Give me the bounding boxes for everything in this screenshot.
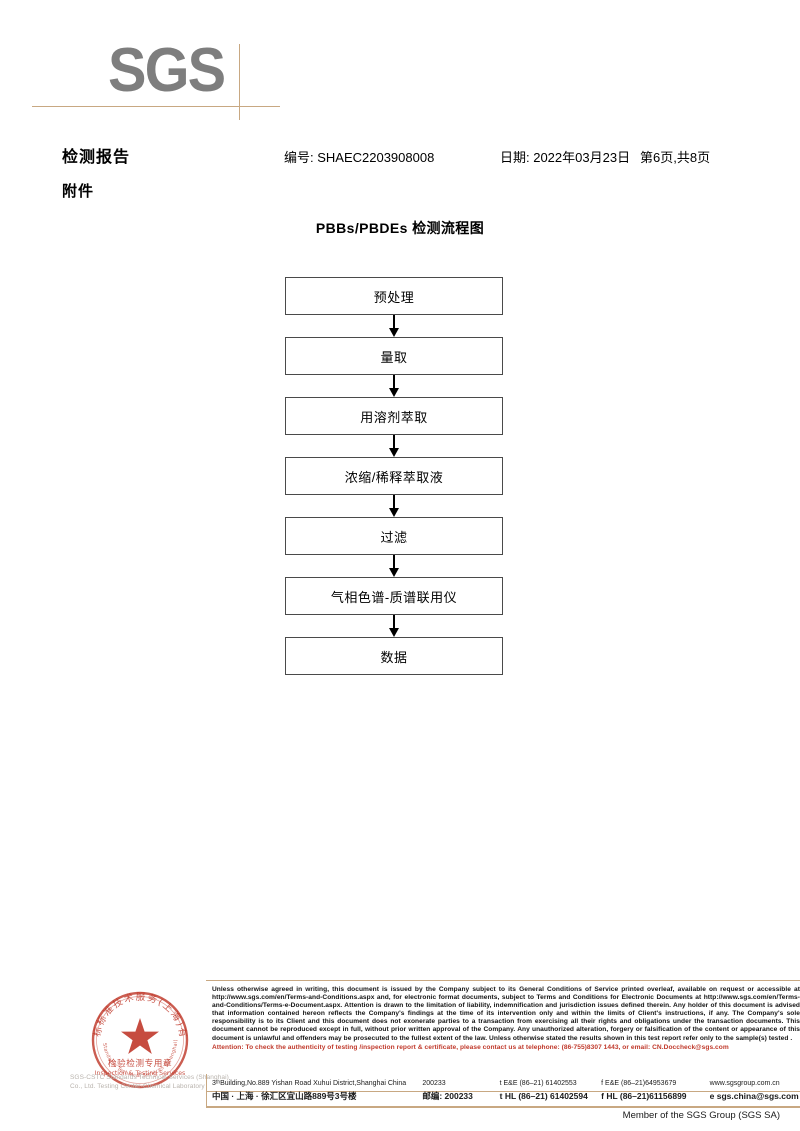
- telephone-en: t E&E (86–21) 61402553: [499, 1080, 577, 1087]
- flow-step-measure: 量取: [285, 337, 503, 375]
- flow-arrow-1: [285, 315, 503, 337]
- table-row-chinese: 中国 · 上海 · 徐汇区宜山路889号3号楼 邮编: 200233 t HL …: [212, 1090, 800, 1103]
- flow-step-concentrate-dilute: 浓缩/稀释萃取液: [285, 457, 503, 495]
- flow-step-label: 气相色谱-质谱联用仪: [330, 589, 458, 605]
- website-link[interactable]: www.sgsgroup.com.cn: [709, 1080, 780, 1087]
- footer-bottom-rule: [206, 1106, 800, 1108]
- report-number: 编号: SHAEC2203908008: [284, 150, 435, 165]
- flow-step-solvent-extraction: 用溶剂萃取: [285, 397, 503, 435]
- flowchart: 预处理 量取 用溶剂萃取 浓缩/稀释萃取液 过滤: [285, 277, 503, 675]
- logo-horizontal-rule: [32, 106, 280, 107]
- flow-arrow-5: [285, 555, 503, 577]
- flow-step-label: 预处理: [373, 289, 415, 305]
- address-en: 3ᵗʰBuilding,No.889 Yishan Road Xuhui Dis…: [212, 1080, 407, 1087]
- arrow-stem: [393, 615, 395, 631]
- sgs-logo: SGS: [32, 36, 288, 120]
- flow-step-label: 用溶剂萃取: [360, 409, 428, 425]
- arrow-stem: [393, 495, 395, 511]
- arrow-head-icon: [389, 388, 399, 397]
- arrow-stem: [393, 435, 395, 451]
- flow-step-filtration: 过滤: [285, 517, 503, 555]
- postcode-en: 200233: [422, 1080, 446, 1087]
- email-link[interactable]: e sgs.china@sgs.com: [709, 1091, 799, 1101]
- flow-step-label: 量取: [380, 349, 408, 365]
- flow-arrow-2: [285, 375, 503, 397]
- flow-step-label: 数据: [380, 649, 408, 665]
- footer-top-rule: [206, 980, 800, 981]
- svg-text:Inspection & Testing Services: Inspection & Testing Services: [95, 1070, 186, 1077]
- arrow-head-icon: [389, 628, 399, 637]
- footer-middle-rule: [206, 1091, 800, 1092]
- attention-notice: Attention: To check the authenticity of …: [212, 1043, 729, 1051]
- legal-text: Unless otherwise agreed in writing, this…: [212, 986, 800, 1042]
- seal-caption: SGS-CSTC Standards Technical Services (S…: [70, 1074, 229, 1090]
- flowchart-title: PBBs/PBDEs 检测流程图: [315, 220, 485, 236]
- flow-arrow-6: [285, 615, 503, 637]
- arrow-stem: [393, 555, 395, 571]
- arrow-head-icon: [389, 448, 399, 457]
- telephone-cn: t HL (86–21) 61402594: [499, 1091, 588, 1101]
- flow-step-label: 过滤: [380, 529, 408, 545]
- arrow-head-icon: [389, 568, 399, 577]
- arrow-stem: [393, 315, 395, 331]
- official-seal-stamp: SGS通标标准技术服务(上海)有限公司 SGS-CSTC Standards T…: [86, 986, 194, 1094]
- page-indicator: 第6页,共8页: [640, 150, 711, 165]
- arrow-head-icon: [389, 328, 399, 337]
- contact-table: 3ᵗʰBuilding,No.889 Yishan Road Xuhui Dis…: [212, 1077, 800, 1103]
- table-row-english: 3ᵗʰBuilding,No.889 Yishan Road Xuhui Dis…: [212, 1077, 800, 1090]
- logo-vertical-rule: [239, 44, 240, 120]
- legal-disclaimer: Unless otherwise agreed in writing, this…: [212, 986, 800, 1052]
- postcode-cn: 邮编: 200233: [422, 1091, 473, 1101]
- flow-step-data: 数据: [285, 637, 503, 675]
- arrow-head-icon: [389, 508, 399, 517]
- fax-cn: f HL (86–21)61156899: [601, 1091, 687, 1101]
- logo-text: SGS: [108, 36, 226, 105]
- flow-step-gcms: 气相色谱-质谱联用仪: [285, 577, 503, 615]
- flow-step-pretreatment: 预处理: [285, 277, 503, 315]
- page-title: 检测报告: [62, 149, 131, 166]
- flow-arrow-4: [285, 495, 503, 517]
- address-cn: 中国 · 上海 · 徐汇区宜山路889号3号楼: [212, 1091, 357, 1101]
- arrow-stem: [393, 375, 395, 391]
- page-subtitle: 附件: [62, 183, 95, 200]
- svg-text:检验检测专用章: 检验检测专用章: [108, 1057, 172, 1069]
- member-statement: Member of the SGS Group (SGS SA): [622, 1110, 780, 1121]
- flow-arrow-3: [285, 435, 503, 457]
- flow-step-label: 浓缩/稀释萃取液: [344, 469, 444, 485]
- fax-en: f E&E (86–21)64953679: [601, 1080, 677, 1087]
- report-date: 日期: 2022年03月23日: [500, 150, 631, 165]
